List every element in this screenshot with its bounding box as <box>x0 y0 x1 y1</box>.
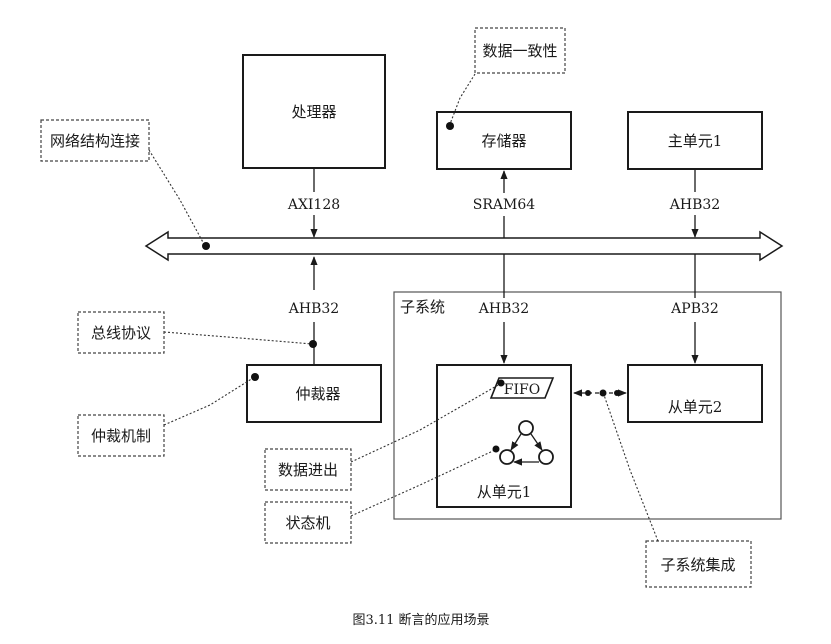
state-machine-annotation <box>264 501 352 544</box>
data-io-annotation <box>264 448 352 491</box>
slave2-label: 从单元2 <box>668 398 723 416</box>
arbitration-annotation <box>77 414 165 457</box>
memory-label: 存储器 <box>481 132 526 150</box>
subsystem-integration-text: 子系统集成 <box>660 556 735 574</box>
bus-protocol-annotation <box>77 311 165 354</box>
arbiter-block <box>246 364 382 423</box>
data-coherence-annotation <box>474 27 566 74</box>
ahb32-master-label: AHB32 <box>669 197 720 213</box>
ahb32-arbiter-label: AHB32 <box>288 301 339 317</box>
subsystem-integration-annotation <box>645 540 752 588</box>
figure-caption: 图3.11 断言的应用场景 <box>352 612 489 628</box>
master1-block <box>627 111 763 170</box>
data-coherence-text: 数据一致性 <box>482 42 557 60</box>
memory-block <box>436 111 572 170</box>
fifo-shape <box>489 377 555 399</box>
ahb32-sub-label: AHB32 <box>478 301 529 317</box>
slave1-label: 从单元1 <box>477 483 532 501</box>
processor-label: 处理器 <box>291 103 336 121</box>
sram64-label: SRAM64 <box>473 197 535 213</box>
data-io-text: 数据进出 <box>278 461 338 479</box>
arbiter-label: 仲裁器 <box>295 385 340 403</box>
subsystem-label: 子系统 <box>400 298 445 316</box>
network-connection-annotation <box>40 119 150 162</box>
master1-label: 主单元1 <box>668 132 723 150</box>
axi128-label: AXI128 <box>287 197 340 213</box>
state-machine-graphic <box>499 420 554 466</box>
slave2-block <box>627 364 763 423</box>
bus-protocol-text: 总线协议 <box>91 324 151 342</box>
network-connection-text: 网络结构连接 <box>50 132 140 150</box>
arbitration-text: 仲裁机制 <box>91 427 151 445</box>
state-machine-text: 状态机 <box>285 514 330 532</box>
apb32-label: APB32 <box>670 301 719 317</box>
system-bus <box>144 230 784 262</box>
subsystem-frame <box>393 291 782 520</box>
fifo-label: FIFO <box>504 382 540 398</box>
